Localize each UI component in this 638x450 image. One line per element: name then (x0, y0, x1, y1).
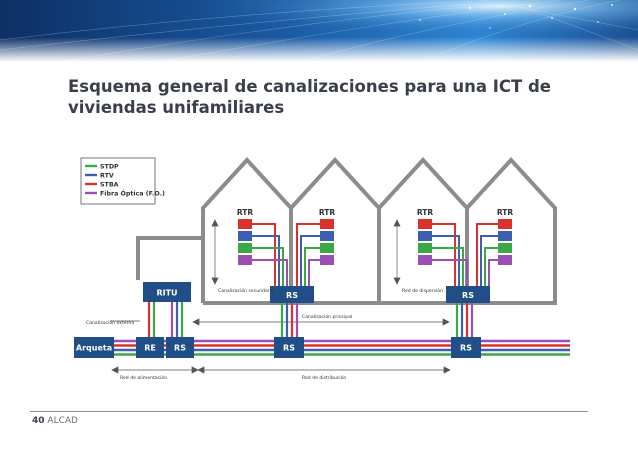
arqueta-label: Arqueta (76, 344, 112, 353)
dispersion-cables-right (432, 223, 498, 288)
fiber-optic-banner (0, 0, 638, 62)
footer-brand: ALCAD (47, 416, 78, 426)
rtr-stack-2 (320, 219, 334, 265)
bottom-dimensions (111, 366, 451, 374)
rs-box-house-left: RS (270, 286, 314, 303)
rtr-label-1: RTR (237, 208, 254, 217)
re-label: RE (144, 344, 156, 353)
rtr-stack-3 (418, 219, 432, 265)
label-canalizacion-externa: Canalización externa (86, 319, 134, 326)
rtr-label-4: RTR (497, 208, 514, 217)
secondary-cables-right (455, 300, 474, 338)
rs-box-base-3: RS (451, 337, 481, 358)
legend: STDP RTV STBA Fibra Óptica (F.O.) (80, 157, 165, 205)
label-red-dispersion: Red de dispersión (402, 287, 443, 294)
dimension-lines (110, 219, 450, 326)
page-number: 40 (32, 416, 45, 426)
title-line-1: Esquema general de canalizaciones para u… (68, 77, 551, 96)
rs-label-base-1: RS (174, 344, 186, 353)
secondary-cables-left (280, 300, 299, 338)
rtr-stack-1 (238, 219, 252, 265)
footer-divider (30, 411, 588, 412)
rs-box-base-2: RS (274, 337, 304, 358)
ritu-label: RITU (156, 289, 177, 298)
rs-box-house-right: RS (446, 286, 490, 303)
rtr-stack-4 (498, 219, 512, 265)
rs-label-house-left: RS (286, 291, 298, 300)
legend-rtv: RTV (100, 173, 114, 180)
rs-box-base-1: RS (166, 337, 194, 358)
arqueta-box: Arqueta (74, 337, 114, 358)
label-red-distribucion: Red de distribución (302, 374, 346, 381)
label-canalizacion-principal: Canalización principal (302, 313, 352, 320)
label-canalizacion-secundaria: Canalización secundaria (218, 287, 274, 294)
rtr-label-3: RTR (417, 208, 434, 217)
house-outlines (136, 157, 557, 305)
ritu-box: RITU (143, 282, 191, 302)
rs-label-base-2: RS (283, 344, 295, 353)
re-box: RE (136, 337, 164, 358)
rs-label-base-3: RS (460, 344, 472, 353)
page-title: Esquema general de canalizaciones para u… (68, 76, 588, 118)
rtr-label-2: RTR (319, 208, 336, 217)
ritu-cables (147, 300, 184, 338)
rs-label-house-right: RS (462, 291, 474, 300)
dispersion-cables-left (252, 223, 320, 288)
label-red-alimentacion: Red de alimentación (120, 374, 167, 381)
page-footer: 40 ALCAD (32, 416, 78, 426)
legend-stdp: STDP (100, 164, 119, 171)
title-line-2: viviendas unifamiliares (68, 98, 285, 117)
legend-fibra-optica: Fibra Óptica (F.O.) (100, 189, 165, 198)
legend-stba: STBA (100, 182, 119, 189)
